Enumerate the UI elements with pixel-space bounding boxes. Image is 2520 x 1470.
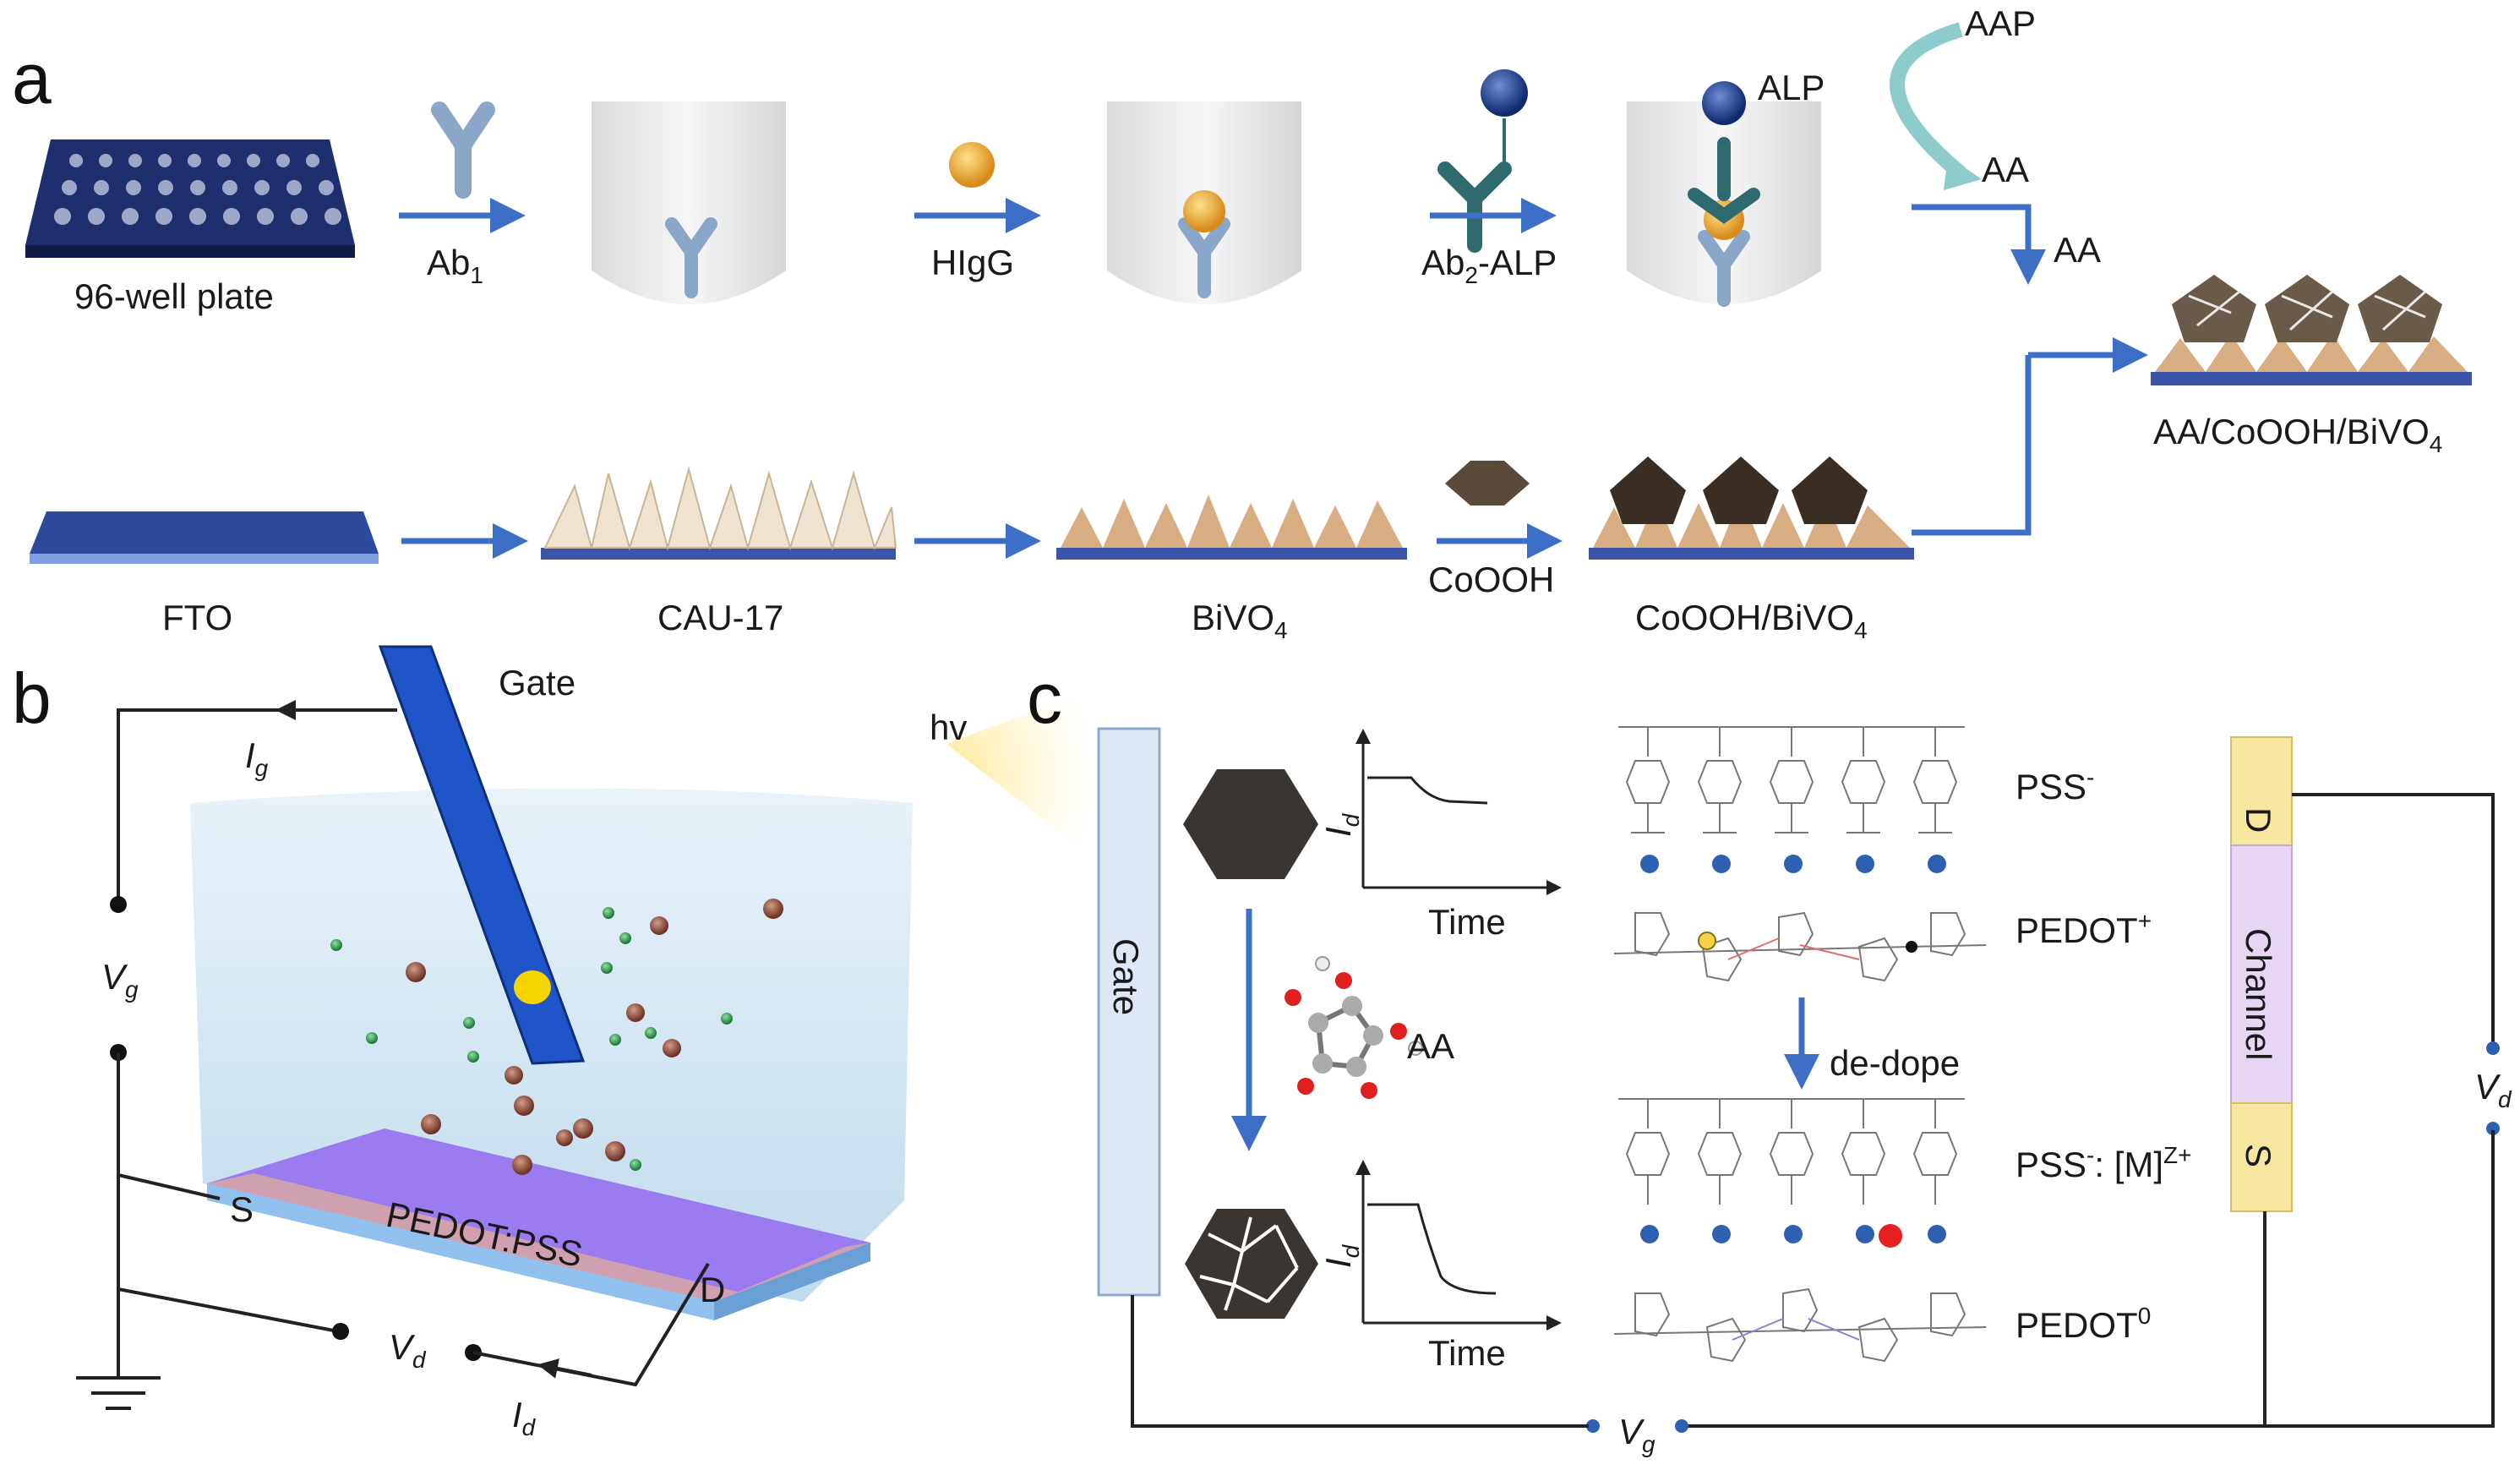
s-label-c: S [2239, 1144, 2278, 1167]
vg-label-c: Vg [1618, 1412, 1655, 1457]
aa-label-c: AA [1407, 1026, 1454, 1066]
photoanode-spot [514, 970, 551, 1004]
pedot-plus-chain [1613, 911, 1987, 982]
fto-label: FTO [162, 598, 232, 637]
vd-terminal-bottom-c [2486, 1122, 2500, 1135]
device-stack-c [2230, 736, 2293, 1212]
pss-label: PSS- [2015, 764, 2094, 806]
source-electrode [2230, 1102, 2293, 1212]
ions [330, 899, 783, 1175]
hv-label: hv [930, 708, 967, 747]
vg-terminal-top [110, 896, 127, 913]
vg-terminal-right-c [1675, 1419, 1688, 1433]
final-electrode-icon [2151, 275, 2472, 385]
cooh-step-label: CoOOH [1428, 560, 1554, 599]
vd-terminal-top-c [2486, 1041, 2500, 1055]
id-label-b: Id [512, 1395, 537, 1440]
alp-label: ALP [1758, 68, 1825, 107]
antibody-ab2-alp-icon [1437, 69, 1528, 253]
polaron-plus-icon [1698, 932, 1716, 950]
step1-label: Ab1 [427, 243, 483, 288]
aa-connector [1912, 204, 2046, 285]
higg-antigen-icon [949, 142, 995, 188]
cooh-bivo4-film-icon [1589, 456, 1914, 560]
id-axis-label-2: Id [1318, 1243, 1364, 1268]
gate-electrode-c [1097, 727, 1161, 1297]
id-axis-label-1: Id [1318, 812, 1364, 837]
vg-terminal-left-c [1586, 1419, 1600, 1433]
pedot-neutral-chain [1613, 1287, 1987, 1363]
time-label-1: Time [1428, 902, 1506, 942]
dedope-label: de-dope [1830, 1043, 1960, 1083]
pedot-pss-channel [207, 1128, 870, 1302]
pss-anions-bottom [1640, 1224, 1946, 1248]
aa-label-top: AA [1982, 150, 2029, 189]
gate-electrode-b [378, 645, 586, 1065]
channel-label-c: Channel [2239, 928, 2278, 1060]
cooh-bivo-label: CoOOH/BiVO4 [1635, 598, 1868, 643]
aa-molecule-icon [1285, 956, 1423, 1099]
d-label-c: D [2239, 807, 2278, 833]
s-label-b: S [230, 1189, 254, 1229]
time-label-2: Time [1428, 1333, 1506, 1373]
channel-block [2230, 844, 2293, 1104]
vd-label-c: Vd [2474, 1067, 2512, 1112]
fto-substrate-icon [30, 511, 379, 564]
panel-label-a: a [12, 39, 52, 118]
final-label: AA/CoOOH/BiVO4 [2153, 412, 2442, 457]
cooh-hexagon-icon [1445, 461, 1530, 505]
light-beam [946, 693, 1099, 862]
circuit-c [1131, 793, 2500, 1433]
pss-m-label: PSS-: [M]Z+ [2015, 1142, 2192, 1184]
panel-label-b: b [12, 658, 52, 738]
bivo4-film-icon [1056, 495, 1407, 560]
pedot0-label: PEDOT0 [2015, 1303, 2151, 1345]
antibody-ab1-icon [431, 101, 495, 199]
aa-label-mid: AA [2054, 230, 2101, 270]
pss-anions-top [1640, 855, 1946, 873]
circuit-b [76, 700, 710, 1410]
cooh-bivo-connector [1912, 355, 2032, 536]
alp-enzyme-icon [1481, 69, 1528, 117]
gate-label-c: Gate [1106, 938, 1146, 1015]
cau-17-film-icon [541, 466, 897, 560]
drain-electrode [2230, 736, 2293, 846]
step3-label: Ab2-ALP [1421, 243, 1557, 288]
d-label-b: D [700, 1270, 725, 1309]
metal-cation-icon [1879, 1224, 1902, 1248]
pss-chain-top [1618, 726, 1965, 833]
well-3 [1627, 81, 1821, 307]
plate-label: 96-well plate [74, 276, 274, 316]
current-time-plot-1 [1355, 729, 1562, 895]
96-well-plate-icon [25, 139, 355, 258]
cau-label: CAU-17 [657, 598, 783, 637]
aap-to-aa-arrow [1890, 22, 1966, 179]
radical-dot-icon [1906, 941, 1917, 953]
current-trace-2 [1367, 1203, 1497, 1295]
well-2 [1107, 101, 1301, 304]
step2-label: HIgG [931, 243, 1014, 282]
antigen-icon [1183, 190, 1225, 232]
gate-label-b: Gate [499, 663, 575, 702]
pss-chain-bottom [1618, 1098, 1965, 1205]
panel-label-c: c [1027, 658, 1062, 738]
well-1 [592, 101, 786, 304]
cooh-fragmented-hexagon-icon [1185, 1209, 1318, 1319]
current-time-plot-2 [1355, 1160, 1562, 1331]
current-trace-1 [1367, 776, 1488, 805]
cooh-solid-hexagon-icon [1183, 769, 1318, 879]
vd-label-b: Vd [389, 1327, 427, 1373]
vd-terminal-left [332, 1323, 349, 1340]
aap-label: AAP [1965, 3, 2036, 43]
ig-label: Ig [245, 735, 269, 781]
vg-label-b: Vg [101, 957, 139, 1003]
antibody-icon [665, 217, 717, 298]
bivo-label: BiVO4 [1192, 598, 1288, 643]
pedot-plus-label: PEDOT+ [2015, 908, 2152, 950]
